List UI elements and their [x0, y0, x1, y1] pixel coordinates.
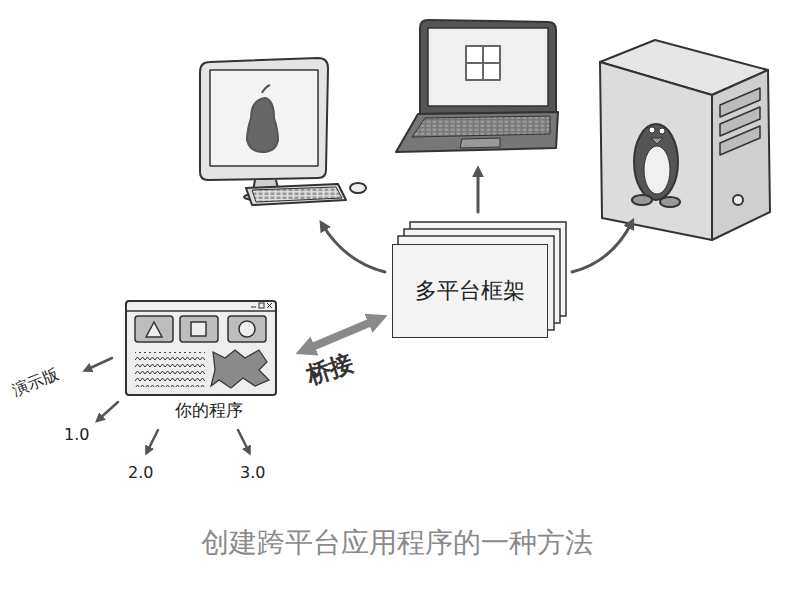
version-label: 1.0	[64, 425, 89, 444]
framework-card: 多平台框架	[392, 244, 548, 338]
mac-computer	[200, 58, 366, 205]
version-label: 演示版	[10, 364, 62, 401]
framework-label: 多平台框架	[415, 276, 525, 306]
version-label: 3.0	[240, 463, 265, 482]
version-label: 2.0	[128, 463, 153, 482]
program-label: 你的程序	[125, 399, 293, 422]
edge-label: 桥接	[302, 346, 358, 391]
program-window: 你的程序	[125, 300, 293, 424]
caption: 创建跨平台应用程序的一种方法	[0, 524, 794, 562]
window-drawing	[125, 300, 277, 396]
linux-tower	[600, 40, 770, 240]
bridge-arrow	[305, 319, 378, 350]
windows-laptop	[396, 20, 558, 152]
